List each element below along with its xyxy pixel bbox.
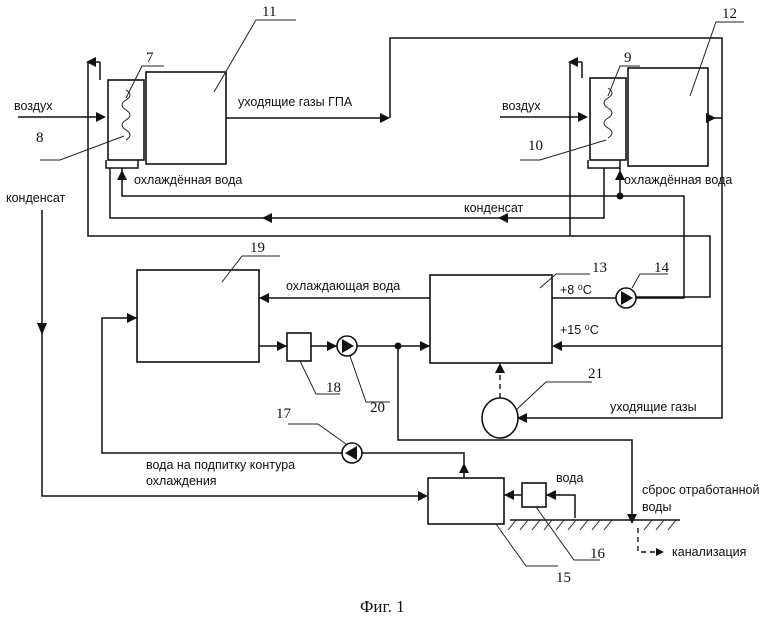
ref-18: 18 (326, 380, 341, 396)
ref-20: 20 (370, 400, 385, 416)
ref-11: 11 (262, 4, 276, 20)
label-cooled-water-right: охлаждённая вода (624, 173, 732, 187)
label-air-right: воздух (502, 99, 541, 113)
box-16 (522, 483, 546, 507)
label-exhaust-gases: уходящие газы (610, 400, 697, 414)
ref-14: 14 (654, 260, 670, 276)
ref-17: 17 (276, 406, 292, 422)
label-makeup-2: охлаждения (146, 474, 217, 488)
label-condensate-mid: конденсат (464, 201, 524, 215)
ref-10: 10 (528, 138, 543, 154)
label-water: вода (556, 471, 583, 485)
heat-exchanger-7 (106, 80, 144, 168)
ref-19: 19 (250, 240, 265, 256)
label-air-left: воздух (14, 99, 53, 113)
label-sewer: канализация (672, 545, 746, 559)
label-cooling-water: охлаждающая вода (286, 279, 400, 293)
label-makeup-1: вода на подпитку контура (146, 458, 295, 472)
label-condensate-left: конденсат (6, 191, 66, 205)
label-cooled-water-left: охлаждённая вода (134, 173, 242, 187)
ref-12: 12 (722, 6, 737, 22)
box-12 (628, 68, 708, 166)
label-temp-15: +15 ⁰С (560, 323, 599, 337)
ref-15: 15 (556, 570, 571, 586)
pump-14 (616, 288, 636, 308)
ref-7: 7 (146, 50, 154, 66)
box-19 (137, 270, 259, 362)
box-13 (430, 275, 552, 363)
label-discharge-2: воды (642, 500, 671, 514)
ref-9: 9 (624, 50, 632, 66)
pump-20 (337, 336, 357, 356)
box-11 (146, 72, 226, 164)
box-15 (428, 478, 504, 524)
device-21 (482, 398, 518, 438)
heat-exchanger-9 (588, 78, 626, 168)
figure-caption: Фиг. 1 (360, 597, 405, 616)
ref-21: 21 (588, 366, 603, 382)
label-discharge-1: сброс отработанной (642, 483, 759, 497)
pump-17 (342, 443, 362, 463)
ref-8: 8 (36, 130, 44, 146)
box-18 (287, 333, 311, 361)
ref-16: 16 (590, 546, 606, 562)
label-exhaust-gpa: уходящие газы ГПА (238, 95, 353, 109)
label-temp-8: +8 ⁰С (560, 283, 592, 297)
ref-13: 13 (592, 260, 607, 276)
